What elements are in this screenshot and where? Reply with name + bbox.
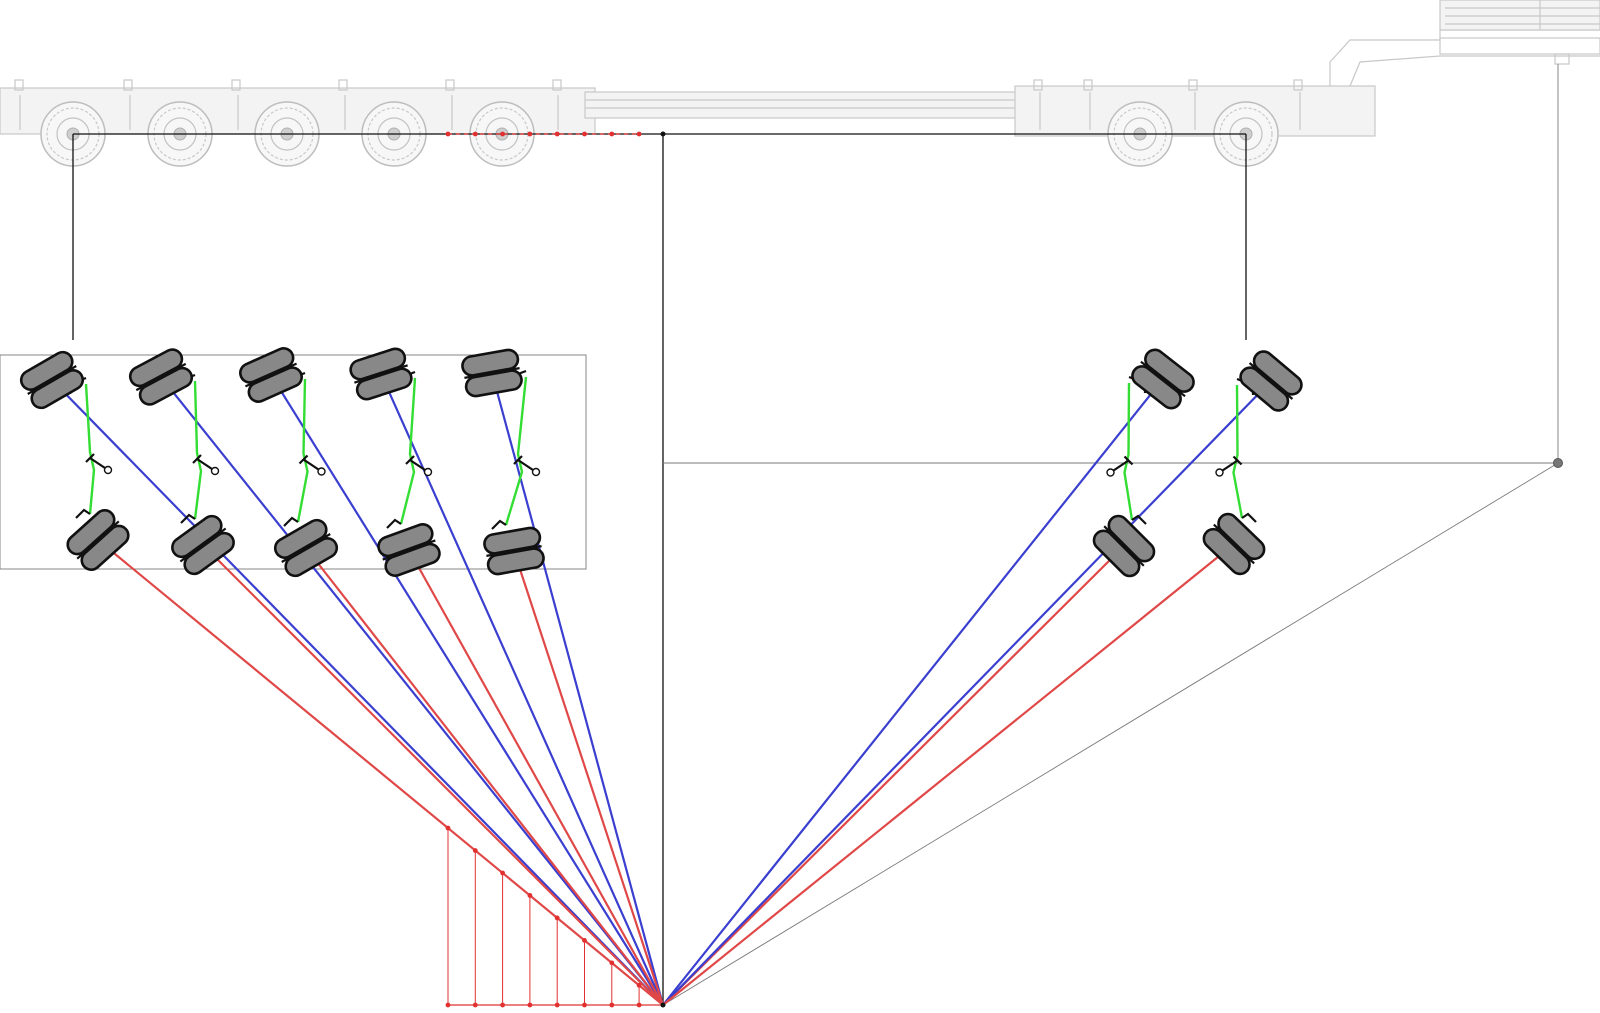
trailer-mid-beam [584, 91, 1026, 119]
fan-top-dot [636, 982, 642, 988]
fan-top-dot [472, 848, 478, 853]
tie-rod-linkage [1215, 377, 1257, 523]
left-rear-dual-tyre [483, 526, 545, 576]
turning-center-point [660, 1002, 666, 1008]
rear-turning-ray [305, 547, 664, 1006]
turning-rays [51, 372, 1272, 1006]
rear-turning-ray [662, 545, 1125, 1006]
kingpin-ray [662, 462, 1559, 1006]
axle-line-dot [554, 131, 560, 137]
left-rear-dual-tyre [377, 523, 441, 577]
front-turning-ray [270, 374, 664, 1006]
fan-base-dot [582, 1002, 587, 1008]
reference-node [660, 131, 666, 137]
left-front-dual-tyre [128, 348, 194, 406]
tractor-deck [1439, 0, 1600, 31]
fan-top-dot [582, 937, 587, 943]
tie-rod-linkage [283, 371, 326, 527]
left-front-dual-tyre [461, 348, 523, 398]
rear-turning-ray [408, 549, 664, 1006]
left-front-dual-tyre [19, 350, 85, 410]
front-turning-ray [490, 372, 665, 1006]
kingpin-point [1553, 458, 1563, 468]
tie-rod-linkage [68, 376, 113, 519]
steering-linkages [68, 369, 1257, 530]
top-pins [14, 79, 1303, 91]
fan-top-dot [445, 825, 451, 831]
guide-lines [0, 64, 1563, 1006]
fan-top-dot [609, 960, 615, 966]
fan-base-dot [554, 1002, 560, 1008]
trailer-side-view [0, 0, 1600, 167]
rear-turning-ray [662, 543, 1235, 1006]
right-front-dual-tyre [1131, 348, 1195, 410]
fan-base-dot [527, 1002, 533, 1008]
left-rear-dual-tyre [273, 518, 339, 578]
frame-stiffeners [19, 92, 1301, 130]
left-front-dual-tyre [239, 347, 303, 403]
left-front-dual-tyre [349, 347, 413, 401]
tie-rod-linkage [386, 370, 433, 529]
fan-base-dot [445, 1002, 451, 1008]
fifth-wheel-plate [1439, 37, 1600, 55]
fan-top-dot [500, 870, 505, 876]
rear-turning-ray [97, 539, 664, 1006]
front-turning-ray [662, 378, 1164, 1006]
front-turning-ray [160, 376, 664, 1006]
right-rear-dual-tyre [1092, 514, 1156, 578]
left-rear-dual-tyre [171, 514, 235, 576]
right-rear-dual-tyre [1202, 512, 1266, 576]
steered-tyres [19, 347, 1303, 578]
axle-line-dot [636, 131, 642, 137]
red-construction-fan [445, 131, 666, 1008]
front-turning-ray [51, 379, 664, 1006]
rear-turning-ray [512, 550, 665, 1006]
left-rear-dual-tyre [66, 509, 130, 571]
gooseneck-lower [1349, 55, 1600, 87]
right-front-dual-tyre [1239, 350, 1303, 412]
fan-base-dot [500, 1002, 505, 1008]
kingpin [1554, 53, 1570, 65]
tie-rod-linkage [1106, 375, 1147, 525]
rear-turning-ray [202, 544, 664, 1006]
fan-top-dot [554, 915, 560, 921]
fan-base-dot [472, 1002, 478, 1008]
fan-base-dot [636, 1002, 642, 1008]
tie-rod-linkage [491, 369, 541, 530]
fan-top-dot [527, 893, 533, 898]
fan-base-dot [609, 1002, 615, 1008]
tie-rod-linkage [177, 373, 220, 524]
axle-line-dot [500, 131, 505, 137]
front-turning-ray [379, 373, 665, 1006]
front-turning-ray [662, 380, 1272, 1006]
